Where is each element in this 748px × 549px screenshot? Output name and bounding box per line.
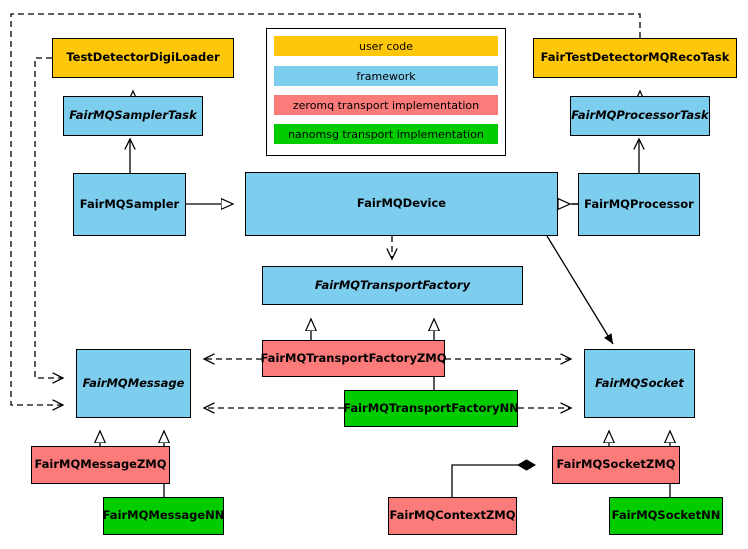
class-node-fairmqmessage[interactable]: FairMQMessage <box>76 349 191 418</box>
legend-item-framework: framework <box>274 66 498 86</box>
class-node-fairmqsamplertask[interactable]: FairMQSamplerTask <box>63 96 203 136</box>
class-node-fairmqsocket[interactable]: FairMQSocket <box>584 349 695 418</box>
class-node-fairmqsampler[interactable]: FairMQSampler <box>73 173 186 236</box>
legend-item-zeromq: zeromq transport implementation <box>274 95 498 115</box>
edge-device-socket <box>546 235 614 345</box>
class-node-fairmqtransportfactory[interactable]: FairMQTransportFactory <box>262 266 523 305</box>
class-node-fairmqsocketnn[interactable]: FairMQSocketNN <box>609 497 723 535</box>
legend-item-nanomsg: nanomsg transport implementation <box>274 124 498 144</box>
class-node-fairmqprocessor[interactable]: FairMQProcessor <box>578 173 700 236</box>
edge-recotask-message-routed <box>10 13 641 411</box>
class-node-fairmqcontextzmq[interactable]: FairMQContextZMQ <box>388 497 517 535</box>
edge-digiloader-message-routed <box>34 57 65 384</box>
class-node-fairmqmessagenn[interactable]: FairMQMessageNN <box>103 497 224 535</box>
class-node-fairmqtransportfactoryzmq[interactable]: FairMQTransportFactoryZMQ <box>261 340 447 377</box>
class-node-fairmqtransportfactorynn[interactable]: FairMQTransportFactoryNN <box>343 390 519 427</box>
class-node-fairmqprocessortask[interactable]: FairMQProcessorTask <box>570 96 710 136</box>
class-node-testdetectordigiloader[interactable]: TestDetectorDigiLoader <box>52 38 234 78</box>
class-node-fairtestdetectormqrecotask[interactable]: FairTestDetectorMQRecoTask <box>533 38 737 78</box>
class-node-fairmqmessagezmq[interactable]: FairMQMessageZMQ <box>31 446 170 484</box>
class-node-fairmqdevice[interactable]: FairMQDevice <box>245 172 558 236</box>
legend-item-user-code: user code <box>274 36 498 56</box>
edge-contextzmq-socketzmq <box>451 465 535 497</box>
class-node-fairmqsocketzmq[interactable]: FairMQSocketZMQ <box>552 446 680 484</box>
